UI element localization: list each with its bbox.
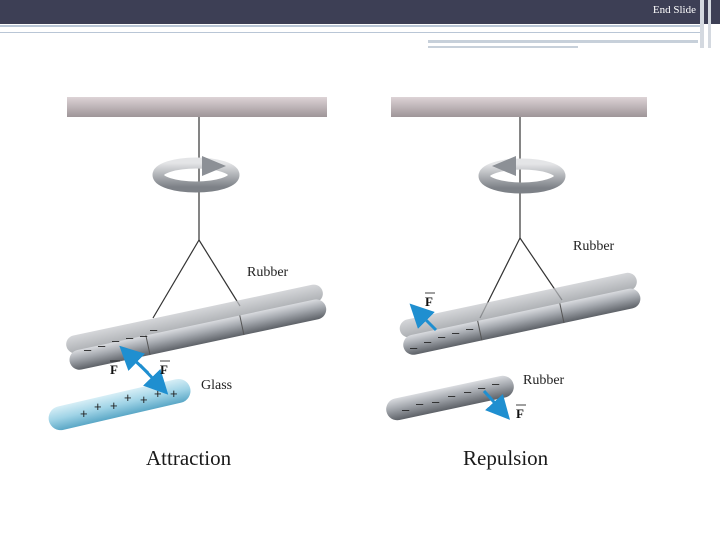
end-slide-link[interactable]: End Slide	[652, 4, 696, 16]
suspension-line-left-b	[198, 239, 241, 307]
force-label-right-a: F	[425, 294, 433, 309]
svg-text:–: –	[416, 396, 424, 411]
accent-line-2	[0, 32, 700, 33]
svg-text:+: +	[110, 398, 118, 413]
rotation-arrow-icon	[478, 156, 566, 194]
negative-charges-left: – – – – – –	[84, 322, 158, 357]
accent-stripe-short	[428, 46, 578, 48]
force-arrow-up-right	[409, 303, 438, 332]
svg-text:+: +	[154, 386, 162, 401]
svg-text:–: –	[112, 333, 120, 348]
svg-text:–: –	[464, 384, 472, 399]
title-bar	[0, 0, 720, 24]
svg-text:–: –	[432, 394, 440, 409]
force-arrow-down	[138, 363, 169, 395]
svg-text:+: +	[94, 399, 102, 414]
force-arrow-down-right	[482, 389, 511, 420]
accent-line	[0, 25, 700, 27]
rubber-rod-right-top	[399, 272, 641, 355]
svg-text:–: –	[140, 328, 148, 343]
svg-text:+: +	[80, 406, 88, 421]
svg-text:–: –	[402, 402, 410, 417]
rubber-label-right-top: Rubber	[573, 239, 615, 254]
accent-vertical-bar	[700, 0, 704, 48]
svg-text:–: –	[438, 329, 446, 344]
rubber-rod-left	[66, 284, 327, 370]
svg-text:–: –	[448, 388, 456, 403]
svg-text:–: –	[452, 325, 460, 340]
accent-vertical-bar-2	[708, 0, 711, 48]
rubber-label-left: Rubber	[247, 265, 289, 280]
svg-text:–: –	[98, 338, 106, 353]
svg-text:+: +	[124, 390, 132, 405]
glass-rod	[48, 378, 191, 431]
ceiling-left	[67, 97, 327, 117]
glass-label: Glass	[201, 378, 232, 393]
rotation-arrow-icon	[152, 156, 240, 193]
attraction-caption: Attraction	[146, 446, 232, 470]
suspension-line-left-a	[152, 239, 200, 319]
svg-text:–: –	[466, 321, 474, 336]
svg-text:–: –	[492, 376, 500, 391]
repulsion-panel: – – – – – – – – – – – – F F Rubber Rubbe…	[386, 97, 647, 421]
svg-text:+: +	[140, 392, 148, 407]
force-label-left-b: F	[160, 362, 168, 377]
negative-charges-right-top: – – – – –	[410, 321, 474, 355]
svg-text:–: –	[424, 334, 432, 349]
force-label-left-a: F	[110, 362, 118, 377]
attraction-panel: – – – – – – + + + + + + + F F Rubber Gla…	[48, 97, 327, 431]
accent-stripe	[428, 40, 698, 43]
svg-text:–: –	[410, 340, 418, 355]
rubber-rod-right-bottom	[386, 375, 514, 421]
repulsion-caption: Repulsion	[463, 446, 549, 470]
negative-charges-right-bottom: – – – – – – –	[402, 376, 500, 417]
svg-text:–: –	[84, 342, 92, 357]
svg-text:–: –	[478, 380, 486, 395]
ceiling-right	[391, 97, 647, 117]
force-label-right-b: F	[516, 406, 524, 421]
svg-text:–: –	[126, 330, 134, 345]
rubber-label-right-bottom: Rubber	[523, 373, 565, 388]
svg-text:–: –	[150, 322, 158, 337]
svg-text:+: +	[170, 386, 178, 401]
